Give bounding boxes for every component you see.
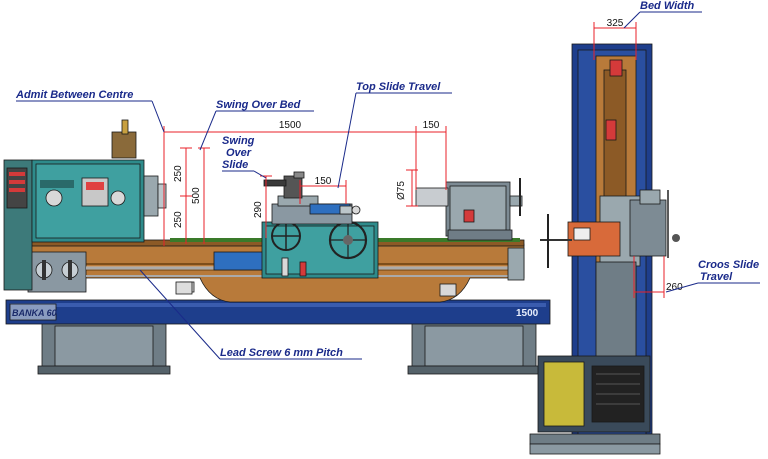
- dim-top-slide: 150: [315, 176, 332, 187]
- label-admit-between-centre: Admit Between Centre: [15, 89, 133, 101]
- label-bed-width: Bed Width: [640, 0, 695, 12]
- headstock: [3, 119, 167, 291]
- brand-plate: BANKA 60: [12, 308, 57, 318]
- cross-slide: [263, 171, 361, 225]
- front-view: BANKA 60 1500: [3, 119, 551, 375]
- label-swing-over-slide-3: Slide: [222, 159, 248, 171]
- label-lead-screw: Lead Screw 6 mm Pitch: [220, 347, 343, 359]
- gearbox: [27, 251, 87, 293]
- dimensions: 1500 150 Ø75 250 250 500 290 150 325: [163, 18, 683, 298]
- right-leg: [407, 321, 541, 375]
- dim-cross-slide: 260: [666, 282, 683, 293]
- dim-tailstock-extra: 150: [423, 120, 440, 131]
- size-plate: 1500: [516, 308, 539, 319]
- dim-swing-upper: 250: [173, 165, 184, 182]
- dim-between-centres: 1500: [279, 120, 302, 131]
- carriage: [175, 220, 379, 295]
- dim-bed-width: 325: [607, 18, 624, 29]
- left-leg: [37, 321, 171, 375]
- dim-swing-over-slide: 290: [253, 201, 264, 218]
- label-cross-slide-2: Travel: [700, 271, 733, 283]
- label-swing-over-slide-2: Over: [226, 147, 252, 159]
- dim-quill-dia: Ø75: [396, 181, 407, 200]
- dim-swing-over-bed: 500: [191, 187, 202, 204]
- side-view: [529, 43, 680, 455]
- label-swing-over-slide-1: Swing: [222, 135, 255, 147]
- label-top-slide-travel: Top Slide Travel: [356, 81, 441, 93]
- tailstock: [415, 178, 523, 241]
- dim-swing-lower: 250: [173, 211, 184, 228]
- labels: Admit Between Centre Swing Over Bed Top …: [15, 0, 760, 360]
- end-cover: [507, 247, 525, 281]
- label-swing-over-bed: Swing Over Bed: [216, 99, 301, 111]
- base-plate: BANKA 60 1500: [5, 299, 551, 325]
- label-cross-slide-1: Croos Slide: [698, 259, 759, 271]
